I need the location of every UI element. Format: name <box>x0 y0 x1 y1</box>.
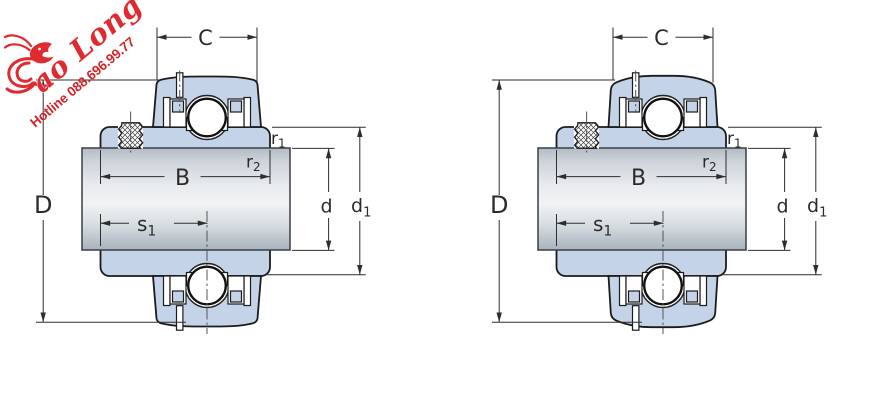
label-D: D <box>490 191 508 219</box>
dragon-logo-icon <box>3 34 54 94</box>
label-s1: s1 <box>137 212 156 240</box>
label-d1: d1 <box>351 195 371 221</box>
figure-left-bearing: C D B s1 d d1 r1 r2 <box>34 26 371 335</box>
figure-right-bearing: C D B s1 d d1 r1 r2 <box>490 26 827 335</box>
label-C: C <box>198 26 213 50</box>
label-D: D <box>34 191 52 219</box>
label-B: B <box>175 166 190 191</box>
label-d1: d1 <box>807 195 827 221</box>
label-d: d <box>776 196 788 218</box>
shaft <box>537 147 747 251</box>
shaft <box>81 147 291 251</box>
label-r1: r1 <box>727 129 742 151</box>
label-s1: s1 <box>593 212 612 240</box>
label-r2: r2 <box>702 153 717 175</box>
label-r1: r1 <box>271 129 286 151</box>
label-r2: r2 <box>246 153 261 175</box>
label-d: d <box>320 196 332 218</box>
watermark: ao Long Hotline 088.696.99.77 <box>3 0 149 130</box>
label-C: C <box>654 26 669 50</box>
label-B: B <box>631 166 646 191</box>
